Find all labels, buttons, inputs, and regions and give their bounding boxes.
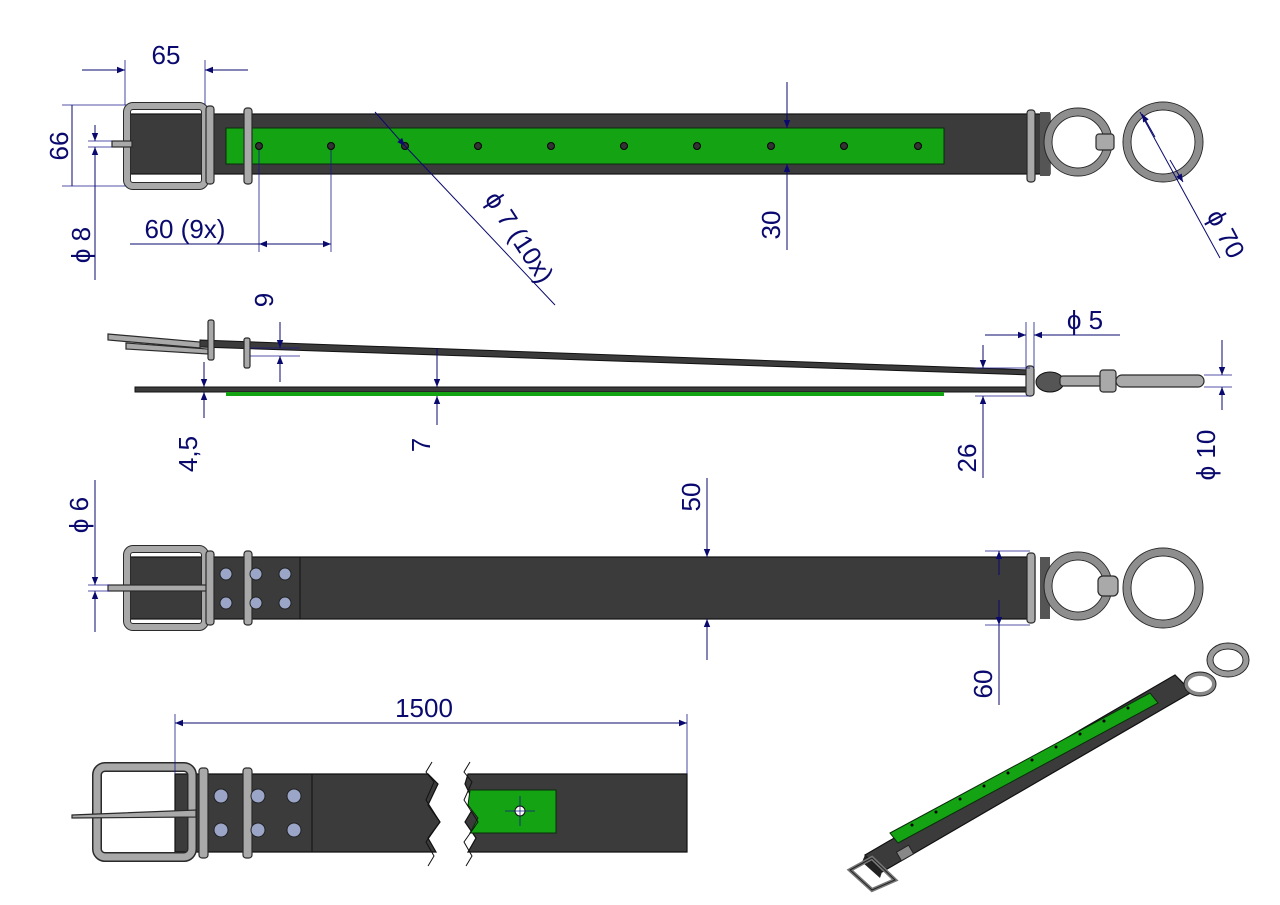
- dim-buckle-width: 65: [152, 40, 181, 70]
- dim-loop-height: 26: [952, 444, 982, 473]
- strap-reflective-side: [226, 392, 944, 396]
- detail-strap-left: [174, 773, 441, 853]
- iso-holes: [910, 706, 1130, 827]
- detail-view: 1500: [71, 693, 688, 867]
- isometric-view: [846, 642, 1250, 893]
- iso-rings: [1183, 642, 1250, 697]
- top-view: 65 66 ϕ 8 60 (9x) ϕ 7 (10x) 30 ϕ 70: [44, 40, 1251, 306]
- dim-wire-diameter: ϕ 5: [1067, 305, 1103, 335]
- belt-holes: [255, 142, 922, 150]
- dim-hole-spacing: 60 (9x): [145, 214, 226, 244]
- reflective-strip: [225, 127, 945, 165]
- dim-side-gap: 9: [249, 293, 279, 307]
- bottom-view: ϕ 6 50 60: [64, 478, 1204, 705]
- iso-buckle: [846, 844, 915, 893]
- dim-swivel-diameter: ϕ 10: [1191, 430, 1221, 481]
- dim-buckle-height: 66: [44, 132, 74, 161]
- dim-belt-width: 50: [676, 483, 706, 512]
- dim-ring-diameter: ϕ 70: [1201, 204, 1251, 263]
- dim-end-width: 60: [968, 670, 998, 699]
- dim-rivet-diameter: ϕ 6: [64, 497, 94, 533]
- strap-lower: [134, 386, 1031, 393]
- ring-assembly: [1026, 101, 1204, 183]
- dim-reflective-width: 30: [756, 211, 786, 240]
- detail-buckle: [71, 762, 253, 862]
- side-view: 9 4,5 7 26 ϕ 5 ϕ 10: [107, 293, 1232, 481]
- dim-thickness-lower: 4,5: [173, 436, 203, 472]
- detail-reflective: [467, 789, 557, 834]
- dim-pin-diameter: ϕ 8: [66, 227, 96, 263]
- end-loop-side: [1025, 365, 1035, 397]
- detail-rivets: [213, 788, 302, 838]
- belt-strap-bottom: [129, 556, 1036, 620]
- buckle-bottom: [107, 545, 253, 631]
- rivets: [219, 567, 292, 610]
- dim-thickness-mid: 7: [406, 438, 436, 452]
- ring-assembly-bottom: [1026, 547, 1204, 629]
- buckle: [111, 102, 253, 190]
- dim-total-length: 1500: [395, 693, 453, 723]
- iso-reflective: [889, 692, 1159, 844]
- strap-upper: [199, 339, 1031, 376]
